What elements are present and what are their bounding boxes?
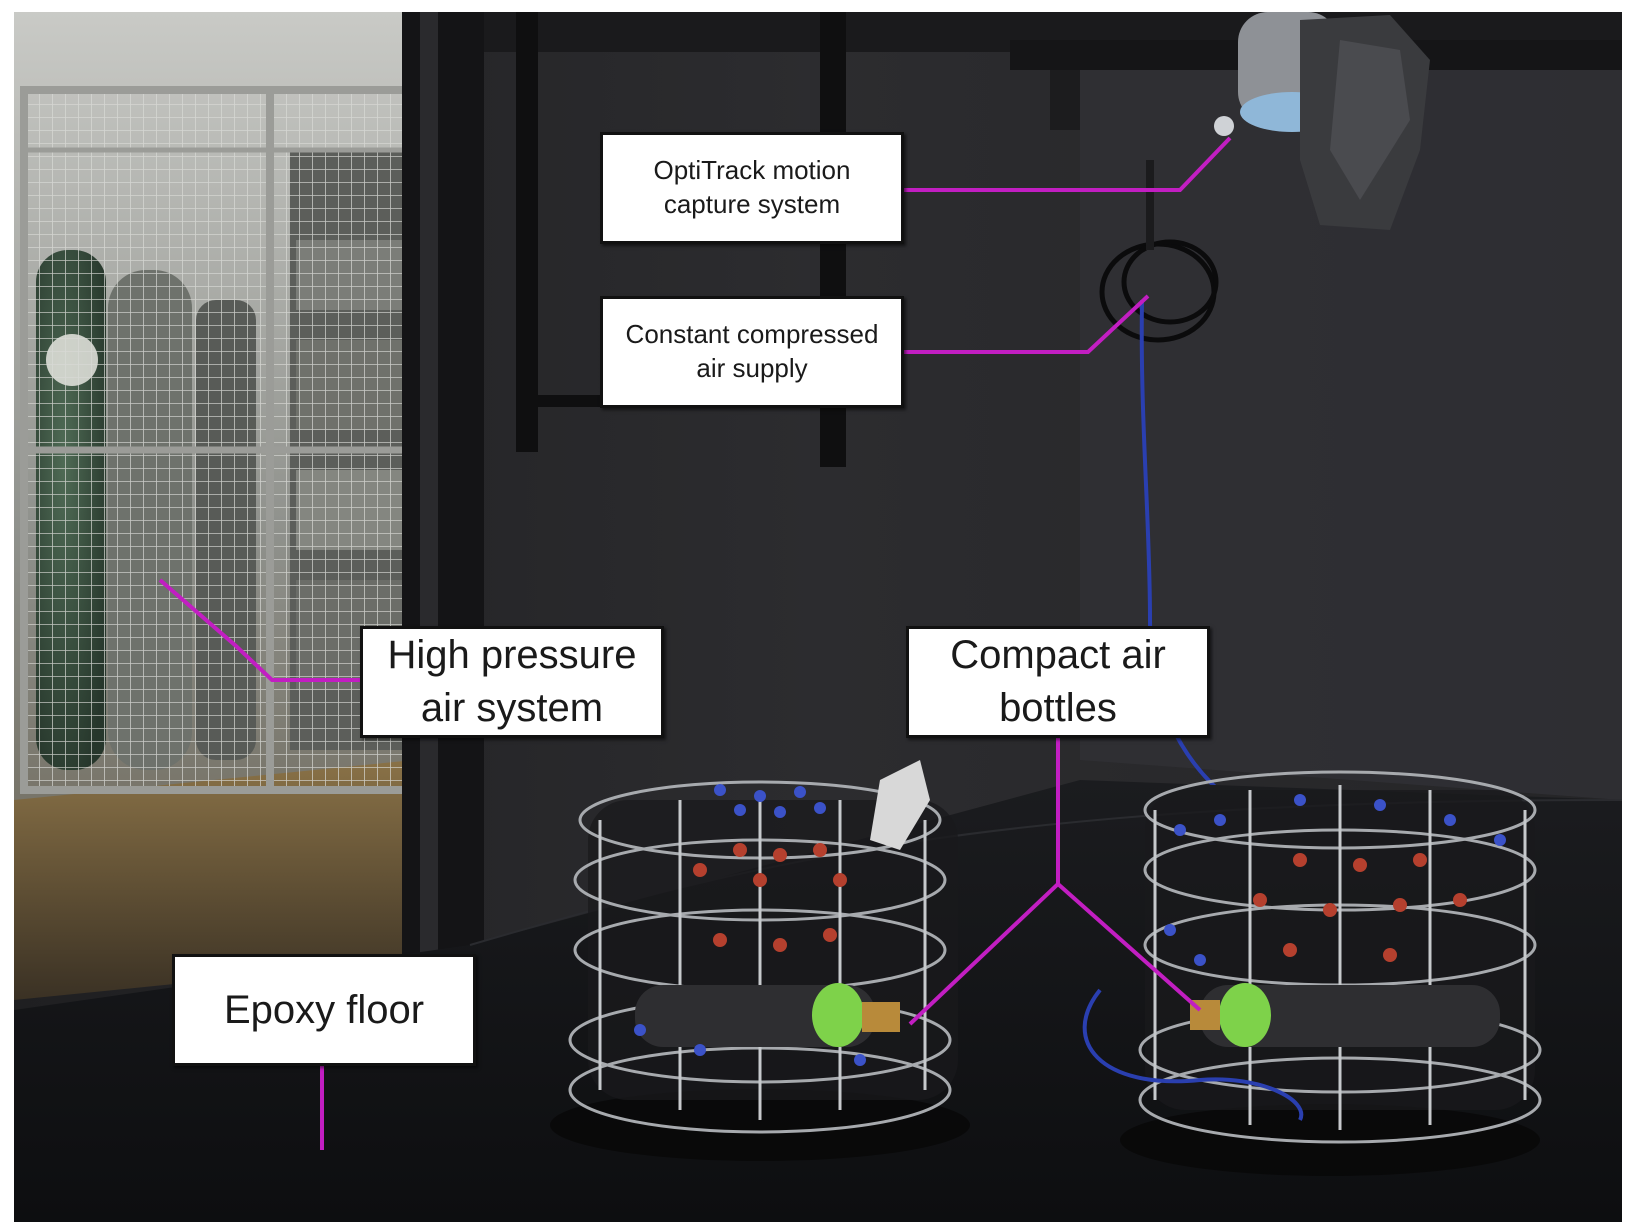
wire-mesh-cage [20,86,418,794]
robot-platform-right [1082,770,1542,1176]
callout-leader-lines [158,136,1232,1150]
label-optitrack-motion-capture: OptiTrack motion capture system [600,132,904,244]
blue-hose [1139,299,1232,802]
leader-compact-right [1056,882,1202,1012]
leader-air-supply [902,294,1150,354]
label-epoxy-floor: Epoxy floor [172,954,476,1066]
coiled-air-hose [1099,160,1219,343]
leader-optitrack [902,136,1232,192]
right-wall [1080,12,1622,800]
label-high-pressure-air-system: High pressure air system [360,626,664,738]
robot-platform-left [550,760,970,1161]
label-compressed-air-supply: Constant compressed air supply [600,296,904,408]
door-frame [402,12,484,957]
ceiling-robot-arm [1214,12,1430,230]
leader-high-pressure [158,578,362,682]
label-compact-air-bottles: Compact air bottles [906,626,1210,738]
room-floor [14,760,414,1000]
